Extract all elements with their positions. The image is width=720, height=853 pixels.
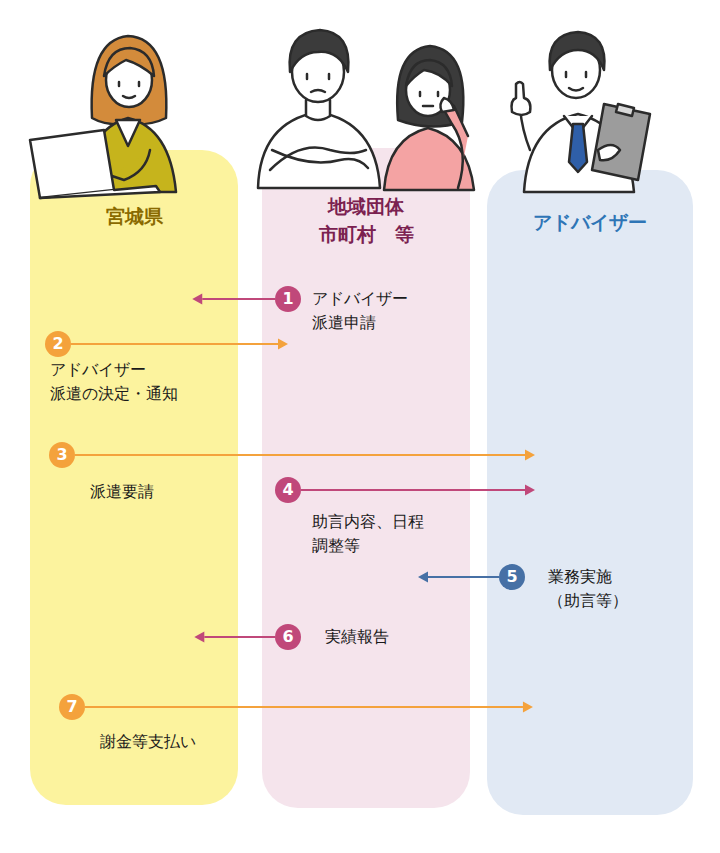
illustration-part <box>119 82 139 86</box>
illustration-part <box>307 74 329 79</box>
band-heading: アドバイザー <box>505 208 675 236</box>
illustration-part <box>592 104 650 180</box>
illustration-part <box>406 64 450 116</box>
illustration-part <box>104 48 154 76</box>
illustration-part <box>512 82 531 115</box>
illustration-part <box>569 88 583 91</box>
illustration-part <box>306 100 330 120</box>
actor-band: 宮城県 2 3 7 <box>30 150 238 805</box>
actor-band: アドバイザー 5 <box>487 170 693 815</box>
step-number: 5 <box>506 567 517 586</box>
illustration-part <box>290 30 349 72</box>
step-number: 4 <box>282 480 293 499</box>
step-label: 助言内容、日程 調整等 <box>312 510 462 558</box>
illustration-part <box>116 120 140 146</box>
step-label: 派遣要請 <box>90 480 210 504</box>
step-circle: 4 <box>275 477 301 503</box>
step-number: 6 <box>282 627 293 646</box>
advisor-figure <box>512 32 651 192</box>
illustration-part <box>552 42 600 98</box>
illustration-part <box>440 98 454 112</box>
actor-band: 地域団体 市町村 等 1 4 6 <box>262 148 470 808</box>
illustration-part <box>397 46 463 127</box>
illustration-part <box>598 145 620 160</box>
illustration-part <box>520 108 530 150</box>
illustration-part <box>550 32 605 70</box>
illustration-part <box>123 96 135 98</box>
illustration-part <box>92 36 167 124</box>
step-number: 1 <box>282 289 293 308</box>
illustration-part <box>423 105 433 108</box>
illustration-part <box>569 124 587 172</box>
illustration-part <box>616 104 634 116</box>
step-circle: 5 <box>499 564 525 590</box>
illustration-part <box>420 92 438 96</box>
step-label: アドバイザー 派遣の決定・通知 <box>50 358 230 406</box>
band-heading: 宮城県 <box>54 202 214 230</box>
step-label: 実績報告 <box>325 625 445 649</box>
step-circle: 1 <box>275 286 301 312</box>
illustration-part <box>292 42 344 102</box>
step-label: アドバイザー 派遣申請 <box>312 287 432 335</box>
illustration-part <box>106 53 152 107</box>
illustration-part <box>566 72 586 77</box>
step-label: 謝金等支払い <box>100 730 250 754</box>
band-heading: 地域団体 市町村 等 <box>304 192 428 248</box>
step-circle: 7 <box>59 694 85 720</box>
step-number: 7 <box>66 697 77 716</box>
step-circle: 6 <box>275 624 301 650</box>
step-number: 3 <box>56 445 67 464</box>
step-label: 業務実施 （助言等） <box>548 565 658 613</box>
illustration-part <box>564 116 592 134</box>
illustration-part <box>406 60 452 86</box>
illustration-part <box>311 90 325 92</box>
step-circle: 2 <box>45 331 71 357</box>
step-circle: 3 <box>49 442 75 468</box>
step-number: 2 <box>52 334 63 353</box>
